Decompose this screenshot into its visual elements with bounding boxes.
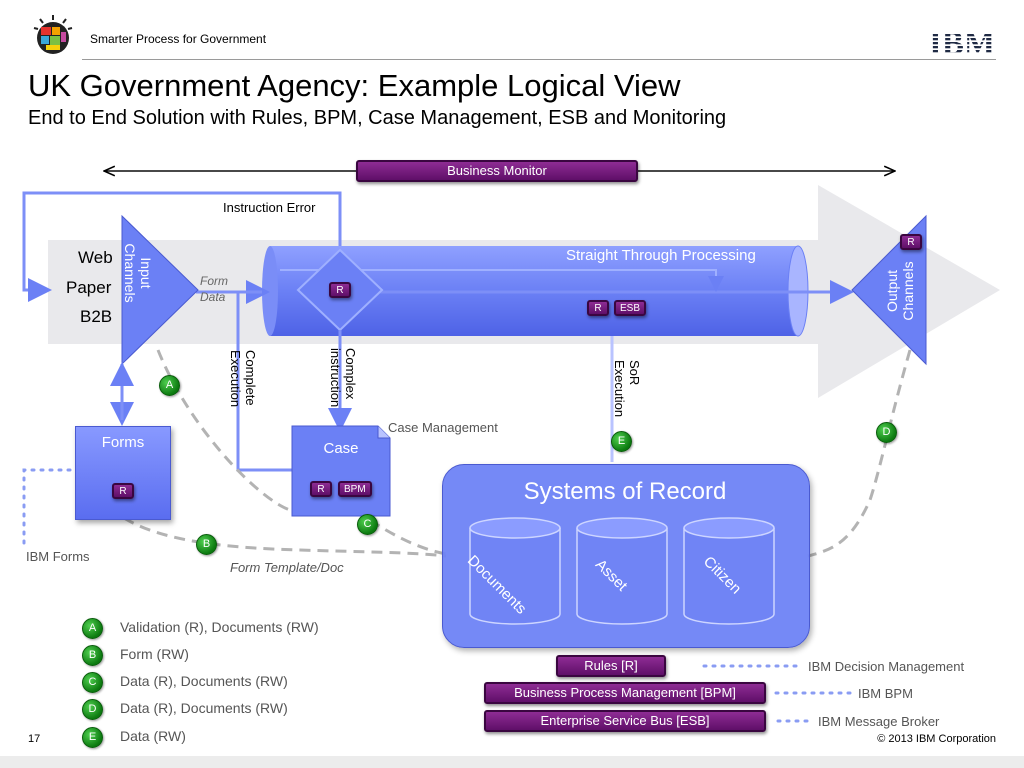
source-web: Web	[78, 248, 113, 267]
systems-of-record-title: Systems of Record	[523, 478, 727, 505]
case-bpm-tag: BPM	[338, 481, 372, 497]
badge-a: A	[159, 375, 180, 396]
output-channels-shape	[851, 214, 927, 366]
page-number: 17	[28, 733, 41, 745]
bpm-product: IBM BPM	[858, 686, 913, 701]
copyright: © 2013 IBM Corporation	[877, 733, 996, 745]
header-rule	[82, 59, 996, 60]
business-monitor-bar[interactable]: Business Monitor	[356, 160, 638, 182]
legend-text-e: Data (RW)	[120, 728, 186, 744]
forms-rules-tag: R	[112, 483, 134, 499]
output-rules-tag: R	[900, 234, 922, 250]
ibm-forms-label: IBM Forms	[26, 549, 90, 564]
legend-badge-c: C	[82, 672, 103, 693]
header-tagline: Smarter Process for Government	[90, 32, 267, 46]
stp-label: Straight Through Processing	[566, 247, 756, 264]
forms-box-title: Forms	[101, 434, 145, 451]
badge-c: C	[357, 514, 378, 535]
legend-text-c: Data (R), Documents (RW)	[120, 673, 288, 689]
legend-badge-e: E	[82, 727, 103, 748]
page-subtitle: End to End Solution with Rules, BPM, Cas…	[28, 107, 727, 129]
legend-text-d: Data (R), Documents (RW)	[120, 700, 288, 716]
legend-badge-a: A	[82, 618, 103, 639]
source-b2b: B2B	[80, 307, 113, 326]
rules-product: IBM Decision Management	[808, 659, 965, 674]
footer-band	[0, 756, 1024, 768]
badge-e: E	[611, 431, 632, 452]
badge-b: B	[196, 534, 217, 555]
badge-d: D	[876, 422, 897, 443]
ibm-logo: IBM	[927, 26, 997, 62]
diamond-rules-tag: R	[329, 282, 351, 298]
legend-text-a: Validation (R), Documents (RW)	[120, 619, 319, 635]
rules-platform[interactable]: Rules [R]	[556, 655, 666, 677]
svg-text:IBM: IBM	[929, 26, 995, 58]
input-channels-shape	[121, 214, 199, 366]
legend-badge-b: B	[82, 645, 103, 666]
legend-text-b: Form (RW)	[120, 646, 189, 662]
pipe-esb-tag: ESB	[614, 300, 647, 316]
case-box[interactable]: Case R BPM	[292, 426, 390, 516]
esb-product: IBM Message Broker	[818, 714, 940, 729]
page-title: UK Government Agency: Example Logical Vi…	[28, 68, 681, 103]
pipe-rules-tag: R	[587, 300, 609, 316]
form-data-label: Form Data	[200, 274, 228, 304]
case-rules-tag: R	[310, 481, 332, 497]
case-management-label: Case Management	[388, 420, 498, 435]
forms-box[interactable]: Forms R	[75, 426, 171, 520]
esb-platform[interactable]: Enterprise Service Bus [ESB]	[484, 710, 766, 732]
source-paper: Paper	[66, 278, 112, 297]
legend-badge-d: D	[82, 699, 103, 720]
bpm-platform[interactable]: Business Process Management [BPM]	[484, 682, 766, 704]
form-template-label: Form Template/Doc	[230, 560, 344, 575]
program-logo	[32, 14, 74, 56]
instruction-error-label: Instruction Error	[223, 200, 316, 215]
case-box-title: Case	[323, 440, 359, 457]
